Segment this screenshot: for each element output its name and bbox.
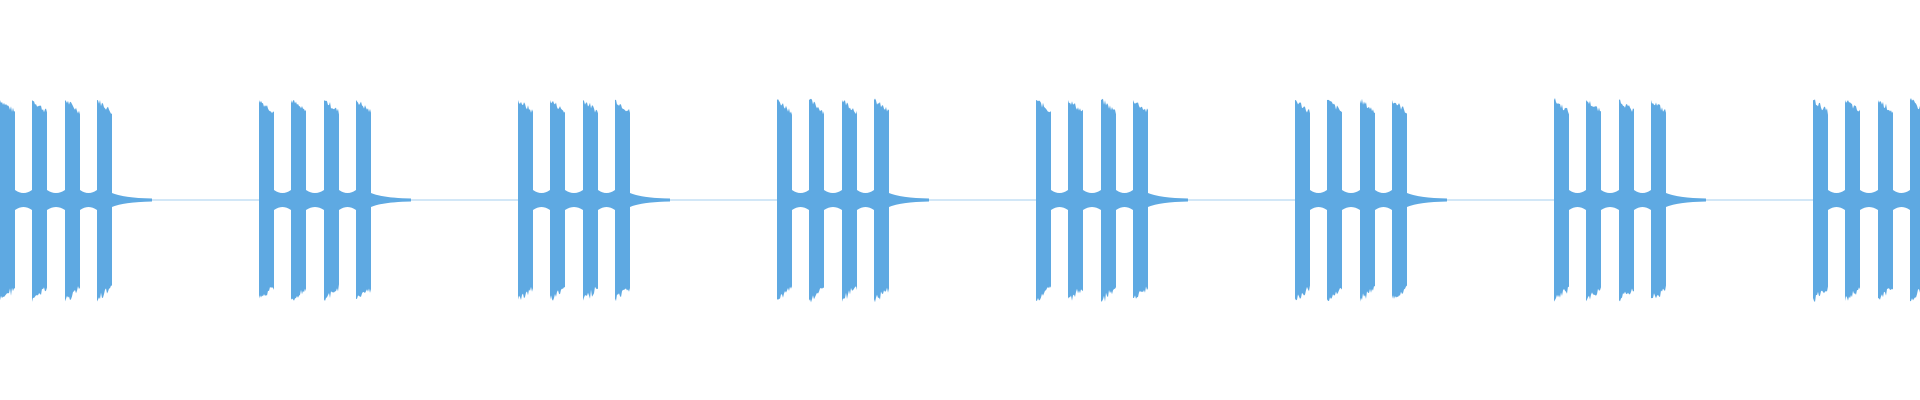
waveform-burst <box>1910 98 1920 302</box>
burst-tail <box>1407 193 1447 207</box>
waveform-burst <box>1133 100 1148 299</box>
waveform-burst <box>874 98 889 303</box>
waveform-burst <box>1392 100 1407 299</box>
waveform-burst <box>1101 98 1116 302</box>
burst-connector <box>598 190 615 210</box>
burst-connector <box>1051 190 1068 210</box>
burst-connector <box>80 190 97 210</box>
waveform-burst <box>97 100 112 302</box>
waveform-burst <box>1327 99 1342 302</box>
burst-connector <box>824 190 842 210</box>
burst-tail <box>371 193 411 207</box>
burst-group <box>777 98 929 303</box>
burst-connector <box>1601 190 1619 210</box>
waveform-burst <box>777 99 792 300</box>
waveform-burst <box>1845 100 1860 301</box>
waveform-burst <box>842 100 857 302</box>
waveform-burst <box>809 98 824 303</box>
waveform-burst <box>1554 98 1569 302</box>
waveform-burst <box>518 100 533 300</box>
waveform-burst <box>1651 100 1666 299</box>
waveform-burst <box>356 100 371 299</box>
waveform-burst <box>1360 98 1375 302</box>
burst-connector <box>274 190 291 210</box>
burst-tail <box>889 193 929 207</box>
waveform-burst <box>259 100 274 299</box>
waveform-burst <box>583 100 598 301</box>
waveform-burst <box>324 100 339 301</box>
burst-connector <box>1893 190 1910 210</box>
burst-connector <box>792 190 809 210</box>
burst-connector <box>339 190 356 210</box>
waveform-groups <box>0 98 1920 303</box>
burst-tail <box>1666 193 1706 207</box>
burst-connector <box>1342 190 1360 210</box>
burst-group <box>1036 98 1188 302</box>
burst-group <box>1813 98 1920 302</box>
waveform-burst <box>1068 100 1083 301</box>
burst-group <box>518 99 670 302</box>
burst-connector <box>306 190 324 210</box>
burst-connector <box>857 190 874 210</box>
burst-connector <box>565 190 583 210</box>
burst-connector <box>1569 190 1586 210</box>
burst-tail <box>112 193 152 207</box>
burst-connector <box>533 190 550 210</box>
burst-group <box>0 100 152 302</box>
waveform-burst <box>0 100 15 301</box>
waveform-burst <box>65 100 80 302</box>
burst-group <box>259 100 411 301</box>
burst-connector <box>1116 190 1133 210</box>
waveform-burst <box>1619 99 1634 302</box>
waveform-burst <box>32 100 47 302</box>
burst-connector <box>1634 190 1651 210</box>
waveform-burst <box>1036 100 1051 301</box>
waveform-burst <box>1586 100 1601 302</box>
waveform-burst <box>1295 100 1310 301</box>
waveform-burst <box>615 99 630 302</box>
burst-connector <box>1860 190 1878 210</box>
waveform-burst <box>1813 99 1828 302</box>
burst-connector <box>15 190 32 210</box>
burst-tail <box>630 193 670 207</box>
burst-group <box>1295 98 1447 302</box>
burst-group <box>1554 98 1706 302</box>
burst-connector <box>1310 190 1327 210</box>
burst-connector <box>1828 190 1845 210</box>
burst-connector <box>47 190 65 210</box>
waveform-burst <box>1878 100 1893 300</box>
burst-connector <box>1375 190 1392 210</box>
waveform-burst <box>291 100 306 301</box>
waveform-burst <box>550 100 565 301</box>
burst-tail <box>1148 193 1188 207</box>
burst-connector <box>1083 190 1101 210</box>
